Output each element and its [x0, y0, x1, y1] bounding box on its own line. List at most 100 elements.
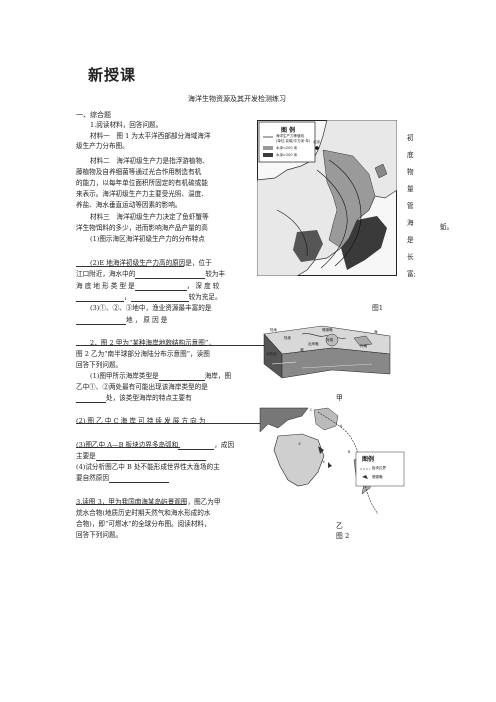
page-subtitle: 海洋生物资源及其开发检测练习: [188, 95, 286, 103]
figure-2b-caption: 乙: [336, 522, 343, 530]
q1-material1-cont: 级生产力分布图。: [76, 142, 129, 150]
right-char: 是: [407, 236, 414, 244]
right-column-chars: 初 底 物 量 管 海 是 长 富;: [407, 130, 419, 283]
fig2b-label: ①: [298, 442, 302, 446]
q1-material2-l5: 养盐、海水垂直运动等因素的影响。: [76, 201, 182, 209]
q1-sub3: (3)①、②、③地中，渔业资源最丰富的是: [90, 304, 212, 312]
answer-blank[interactable]: [76, 395, 106, 404]
fig2b-label: B: [348, 450, 351, 454]
figure-2a-caption: 甲: [336, 394, 343, 402]
fig2b-label: ②: [322, 460, 326, 464]
right-char-extra: 蚯。: [440, 223, 454, 231]
map1-legend-item: (单位:克碳/平方米·年): [276, 139, 311, 143]
q2-intro: 2．图 2 甲为“某种海岸地貌结构示意图”，: [90, 339, 215, 347]
q1-material3: 材料三 海洋初级生产力决定了鱼虾蟹等: [90, 213, 209, 221]
figure-2a-diagram: 陆地 陆坡 大陆坡 珊瑚礁 海 外礁 泻湖 近岸礁 潮: [262, 324, 392, 380]
q3-intro-l4: 回答下列问题。: [76, 531, 123, 539]
map1-city-label: 北京: [313, 140, 320, 144]
q1-material3-l2: 洋生物饵料的多少，进而影响海产品产量的高: [76, 224, 208, 232]
fig2a-label: 珊瑚礁: [322, 328, 333, 332]
q2-sub1-text2: 海岸，图: [204, 372, 232, 380]
fig2a-label: 陆坡: [284, 336, 291, 340]
map1-legend-title: 图 例: [281, 127, 296, 134]
q3-intro-l2: 烷水合物(地质历史时期天然气和海水形成的水: [76, 509, 211, 517]
q3-intro: 3.读图 3，甲为我国南海某岛屿景观图，图乙为甲: [76, 498, 221, 506]
answer-blank[interactable]: [178, 442, 215, 451]
q2-intro-l2: 图 2 乙为“南半球部分海陆分布示意图”，读图: [76, 350, 210, 358]
q1-sub2-text4: ， 深 度 较: [186, 282, 220, 290]
fig2a-label: 近岸礁: [308, 342, 319, 346]
q2-sub3-text3: 主要是: [76, 452, 96, 460]
q1-material2: 材料二 海洋初级生产力是指浮游植物、: [90, 157, 209, 165]
q2-sub1-l2: 乙中①、②两处最有可能出现该海岸类型的是: [76, 383, 208, 391]
answer-blank[interactable]: [130, 294, 189, 303]
fig2a-label: 陆地: [270, 328, 277, 332]
figure-1-map: 图 例 海洋生产力等值线 (单位:克碳/平方米·年) 水深<200 米 水深>2…: [256, 119, 398, 277]
fig2a-label: 外礁: [360, 344, 367, 348]
right-char: 富;: [407, 270, 416, 278]
map1-legend-item: 海洋生产力等值线: [276, 134, 304, 138]
fig2b-legend-title: 图例: [362, 456, 375, 463]
q1-intro: 1.阅读材料，回答问题。: [90, 121, 163, 129]
q3-intro-l3: 合物)，即“可燃冰”的全球分布图。阅读材料，: [76, 520, 211, 528]
q1-sub2-text: 江口附近，海水中的: [76, 270, 136, 278]
q2-sub3-text: (3)图乙中 A—B 板块边界多岛弧和: [76, 441, 179, 449]
fig2a-label: 海: [374, 330, 378, 334]
q2-sub3-l2: 主要是: [76, 451, 206, 462]
q2-sub3: (3)图乙中 A—B 板块边界多岛弧和 ，成因: [76, 440, 235, 451]
q1-material1: 材料一 图 1 为太平洋西部部分海域海洋: [90, 132, 211, 140]
q1-sub3-text: 地 ， 原 因 是: [126, 316, 168, 324]
q1-sub3-l2: 地 ， 原 因 是: [76, 315, 168, 326]
q1-material2-l2: 藤植物及自养细菌等通过光合作用制造有机: [76, 168, 202, 176]
q1-sub2-text5: ，: [124, 293, 131, 301]
q2-sub1: (1)图甲所示海岸类型是海岸，图: [90, 371, 232, 382]
q1-sub2-text3: 海 底 地 形 类 型 是: [76, 282, 135, 290]
map1-legend-item: 水深>200 米: [276, 153, 298, 157]
fig2a-label: 泻湖: [326, 338, 333, 342]
answer-blank[interactable]: [76, 497, 186, 505]
q1-sub2-text2: 较为丰: [205, 270, 226, 278]
answer-blank[interactable]: [76, 259, 184, 267]
answer-blank[interactable]: [76, 416, 266, 424]
q2-sub4-l2: 要自然原因: [76, 473, 169, 484]
right-char: 长: [407, 253, 414, 261]
q2-sub4-text: 要自然原因: [76, 474, 109, 482]
q1-sub1: (1)图示海区海洋初级生产力的分布特点: [90, 235, 205, 243]
answer-blank[interactable]: [76, 440, 180, 448]
q1-sub2-l2: 江口附近，海水中的 较为丰: [76, 269, 226, 280]
fig2b-label: A: [340, 424, 343, 428]
figure-2b-map: 图例 板块边界 珊瑚礁 C A B ① ②: [258, 406, 406, 518]
beijing-marker: [315, 146, 319, 150]
right-char: 底: [407, 151, 414, 159]
right-char: 物: [407, 168, 414, 176]
right-char: 海: [407, 219, 414, 227]
q1-material2-l4: 来表示。海洋初级生产力主要受光照、温度、: [76, 190, 208, 198]
fig2a-label: 大陆坡: [266, 352, 277, 356]
answer-blank[interactable]: [158, 373, 205, 382]
q2-intro-l3: 回答下列问题。: [76, 361, 123, 369]
answer-blank[interactable]: [95, 453, 206, 462]
q2-sub4: (4)试分析图乙中 B 处不能形成世界性大渔场的主: [76, 463, 220, 471]
q1-sub2-l3: 海 底 地 形 类 型 是 ， 深 度 较: [76, 281, 220, 292]
answer-blank[interactable]: [108, 475, 169, 484]
right-char: 初: [407, 134, 414, 142]
section-title: 一、综合题: [76, 111, 111, 119]
right-char: 管: [407, 202, 414, 210]
q1-material2-l3: 的能力，以每年单位面积所固定的有机碳或能: [76, 179, 208, 187]
fig2a-label: 潮: [300, 348, 304, 352]
figure-1-caption: 图1: [372, 304, 384, 312]
answer-blank[interactable]: [135, 271, 206, 280]
page-heading: 新授课: [88, 66, 137, 84]
right-char: 量: [407, 185, 414, 193]
q2-sub3-text2: ，成因: [214, 441, 235, 449]
q2-sub1-l3: 处，该类型海岸的特点主要有: [76, 393, 192, 404]
q1-sub2-l4: ， 较为充足。: [76, 292, 222, 303]
answer-blank[interactable]: [76, 317, 126, 326]
answer-blank[interactable]: [134, 283, 187, 292]
q1-sub2-text6: 较为充足。: [188, 293, 222, 301]
answer-blank[interactable]: [76, 338, 266, 346]
fig2b-legend-item: 板块边界: [372, 466, 386, 470]
answer-blank[interactable]: [76, 294, 124, 303]
q1-sub2: (2)E 地海洋初级生产力高的原因是，位于: [90, 259, 212, 267]
fig2b-label: C: [310, 408, 313, 412]
